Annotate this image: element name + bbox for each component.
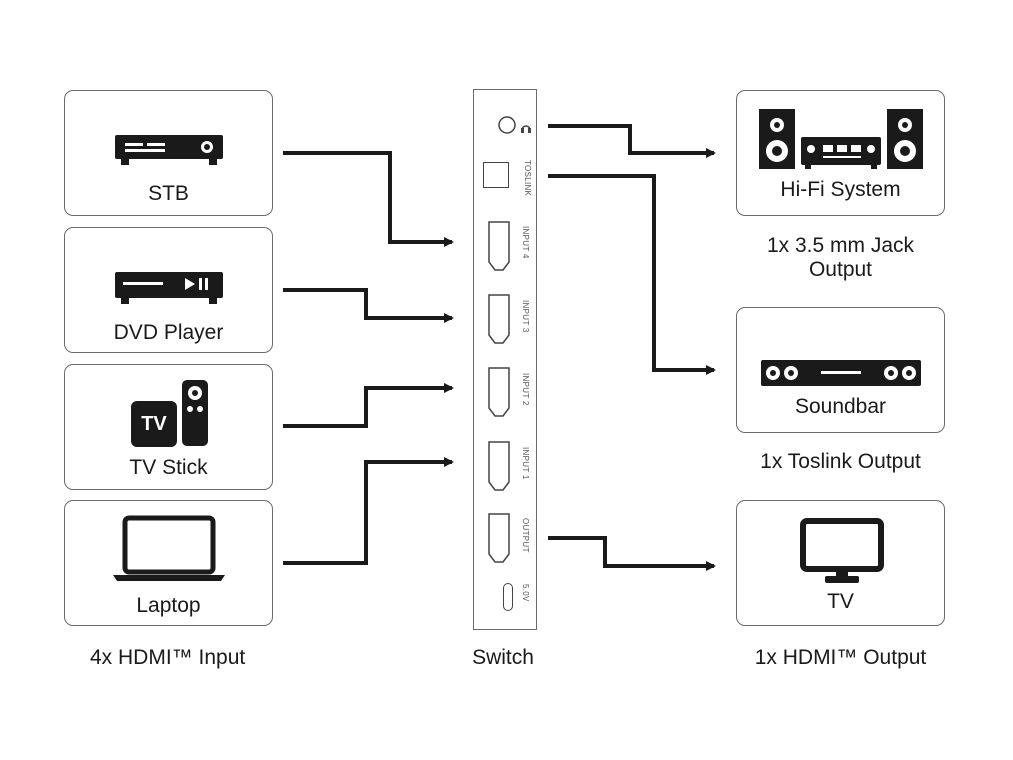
device-box-tv: TV [736, 500, 945, 626]
hifi-caption: 1x 3.5 mm Jack Output [736, 234, 945, 282]
wire-dvd-to-input3 [283, 288, 454, 323]
hdmi-port-output [488, 513, 510, 563]
hifi-system-icon [759, 109, 923, 169]
tv-stick-icon: TV [131, 379, 211, 449]
headphone-jack-port [498, 116, 531, 134]
hifi-caption-line2: Output [808, 258, 873, 281]
input4-port-label: INPUT 4 [521, 226, 530, 259]
tv-caption: 1x HDMI™ Output [754, 646, 927, 669]
tv-badge: TV [131, 401, 177, 447]
input1-port-label: INPUT 1 [521, 447, 530, 480]
wire-tvstick-to-input2 [283, 383, 454, 428]
dvd-player-icon [115, 272, 223, 304]
input2-port-label: INPUT 2 [521, 373, 530, 406]
toslink-port [483, 162, 509, 188]
soundbar-caption: 1x Toslink Output [760, 450, 921, 473]
device-box-dvd-player: DVD Player [64, 227, 273, 353]
device-label-hifi-system: Hi-Fi System [780, 178, 901, 201]
hifi-caption-line1: 1x 3.5 mm Jack [766, 234, 915, 257]
device-box-tv-stick: TV TV Stick [64, 364, 273, 490]
device-label-tv: TV [827, 590, 854, 613]
power-port-label: 5.0V [521, 584, 530, 602]
wire-stb-to-input4 [283, 151, 454, 247]
switch-caption: Switch [472, 646, 534, 669]
output-port-label: OUTPUT [521, 518, 530, 553]
wire-jack-to-hifi [548, 124, 716, 158]
laptop-icon [113, 515, 225, 581]
device-box-hifi-system: Hi-Fi System [736, 90, 945, 216]
device-label-dvd-player: DVD Player [113, 321, 224, 344]
tv-icon [800, 518, 884, 583]
soundbar-icon [761, 360, 921, 386]
device-label-tv-stick: TV Stick [129, 456, 208, 479]
toslink-port-label: TOSLINK [523, 160, 532, 197]
device-label-stb: STB [148, 182, 189, 205]
device-label-laptop: Laptop [136, 594, 201, 617]
device-box-soundbar: Soundbar [736, 307, 945, 433]
usb-c-power-port [503, 583, 513, 611]
hdmi-port-input2 [488, 367, 510, 417]
device-box-laptop: Laptop [64, 500, 273, 626]
wire-toslink-to-soundbar [548, 174, 716, 375]
input3-port-label: INPUT 3 [521, 300, 530, 333]
wire-output-to-tv [548, 536, 716, 571]
wire-laptop-to-input1 [283, 457, 454, 565]
device-box-stb: STB [64, 90, 273, 216]
device-label-soundbar: Soundbar [794, 395, 887, 418]
hdmi-port-input4 [488, 221, 510, 271]
inputs-caption: 4x HDMI™ Input [90, 646, 246, 669]
hdmi-switch: TOSLINK INPUT 4 INPUT 3 INPUT 2 INPUT 1 … [473, 89, 537, 630]
remote-control-icon [182, 380, 208, 446]
hdmi-port-input1 [488, 441, 510, 491]
set-top-box-icon [115, 135, 223, 165]
hdmi-port-input3 [488, 294, 510, 344]
